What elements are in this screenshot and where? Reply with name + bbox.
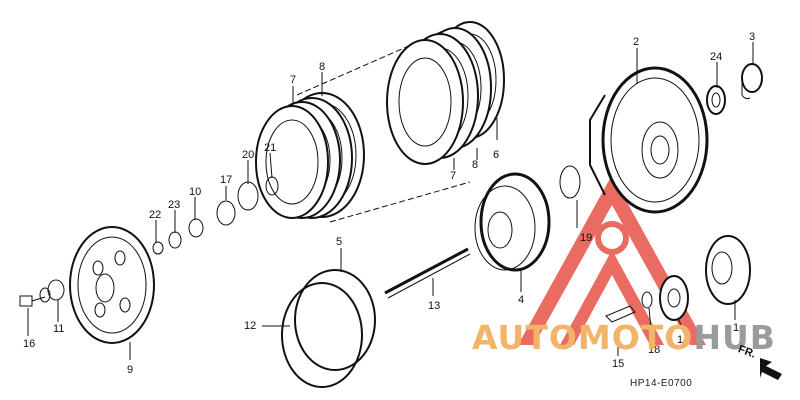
- part-label-6: 6: [493, 149, 500, 161]
- part-label-20: 20: [242, 149, 255, 161]
- diagram-code: HP14-E0700: [630, 378, 693, 389]
- part-label-15: 15: [612, 358, 625, 370]
- needle-bearing-and-collar: [706, 63, 763, 115]
- part-label-24: 24: [710, 51, 723, 63]
- o-rings: [281, 269, 376, 388]
- part-label-8-upper: 8: [319, 61, 326, 73]
- part-label-13: 13: [428, 300, 441, 312]
- part-label-12: 12: [244, 320, 257, 332]
- part-label-18: 18: [648, 344, 661, 356]
- watermark-text: AUTOMOTOHUB: [472, 318, 776, 357]
- watermark-part1: AUTOMOTO: [472, 318, 694, 357]
- part-label-23: 23: [168, 199, 181, 211]
- part-label-5: 5: [336, 236, 343, 248]
- lifter-rod: [384, 247, 471, 299]
- watermark-part2: HUB: [693, 318, 776, 357]
- part-label-3: 3: [749, 31, 756, 43]
- part-label-2: 2: [633, 36, 640, 48]
- part-label-9: 9: [127, 364, 134, 376]
- part-label-1: 1: [733, 322, 740, 334]
- part-label-7-lower: 7: [450, 170, 457, 182]
- part-label-14: 14: [677, 334, 690, 346]
- part-label-8-lower: 8: [472, 159, 479, 171]
- gears-lower-right: [605, 235, 751, 323]
- part-label-11: 11: [53, 323, 65, 335]
- part-label-7-upper: 7: [290, 74, 297, 86]
- watermark-logo: [518, 175, 706, 345]
- part-label-16: 16: [23, 338, 36, 350]
- part-label-10: 10: [189, 186, 202, 198]
- clutch-outer-housing: [589, 66, 709, 214]
- pressure-plate: [69, 226, 155, 344]
- small-parts-left: [19, 176, 279, 307]
- part-label-22: 22: [149, 209, 162, 221]
- clutch-center-hub: [474, 165, 581, 272]
- front-arrow-icon: [760, 358, 782, 380]
- part-label-17: 17: [220, 174, 233, 186]
- leader-lines: [27, 42, 754, 360]
- clutch-plates-right: [386, 21, 505, 165]
- part-label-19: 19: [580, 232, 593, 244]
- part-label-4: 4: [518, 294, 525, 306]
- part-label-21: 21: [264, 142, 277, 154]
